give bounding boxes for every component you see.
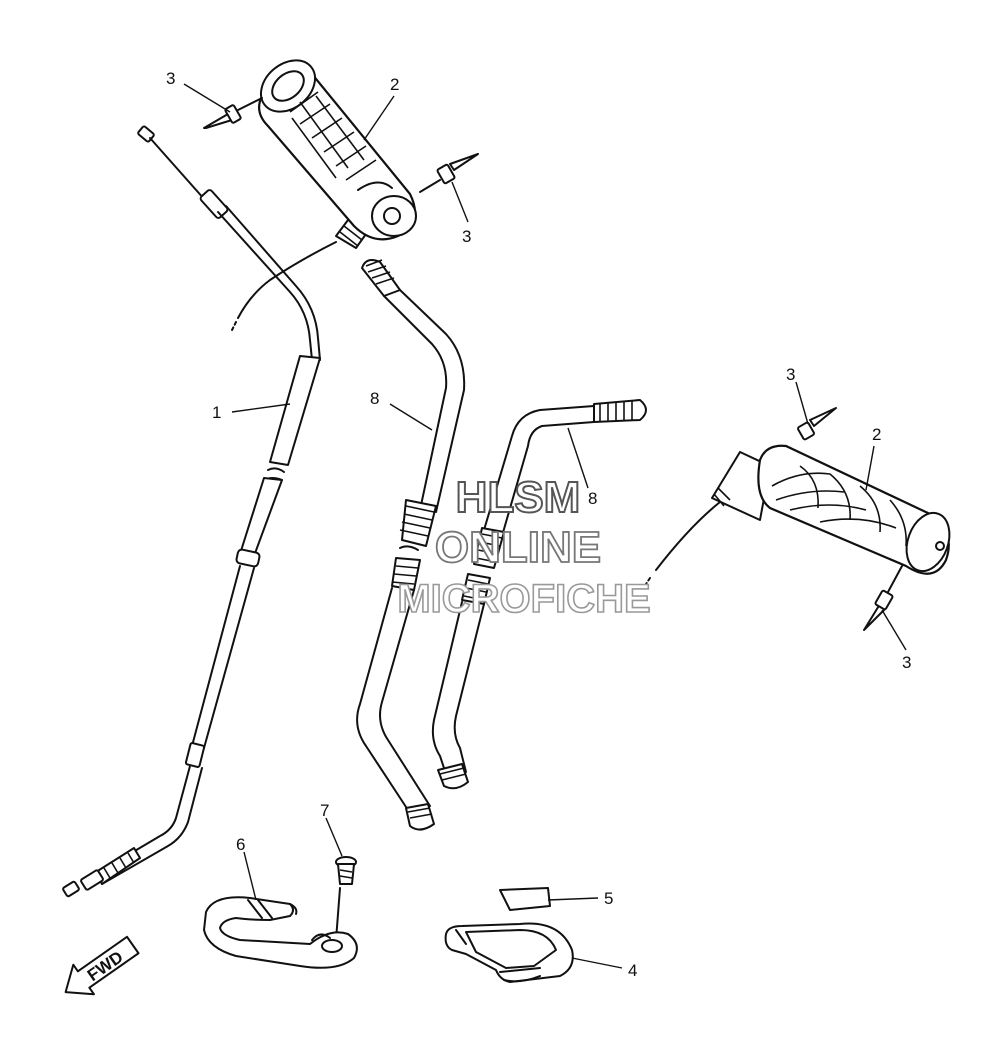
callout-3-right-lower: 3 [902, 653, 911, 672]
watermark-line-2: ONLINE [435, 523, 601, 572]
callout-2-right: 2 [872, 425, 881, 444]
callout-3-upper-left: 3 [166, 69, 175, 88]
callout-8-left: 8 [370, 389, 379, 408]
throttle-cable [62, 125, 337, 898]
callout-1: 1 [212, 403, 221, 422]
screw [335, 856, 357, 941]
callout-7: 7 [320, 801, 329, 820]
handlebar-left-segment [356, 259, 466, 831]
handlebar-right-segment [431, 399, 647, 790]
callout-3-right-upper: 3 [786, 365, 795, 384]
rivet-upper-left [203, 97, 263, 129]
watermark-line-1: HLSM [456, 473, 581, 522]
cover-right [444, 922, 574, 983]
callout-2-upper: 2 [390, 75, 399, 94]
cover-left [203, 896, 358, 969]
callout-4: 4 [628, 961, 637, 980]
callout-labels: 1 2 2 3 3 3 3 4 5 6 7 8 8 [166, 69, 911, 980]
pad [499, 887, 551, 911]
callout-8-right: 8 [588, 489, 597, 508]
fwd-arrow: FWD [64, 935, 140, 996]
throttle-grip-upper [257, 59, 417, 249]
callout-6: 6 [236, 835, 245, 854]
callout-5: 5 [604, 889, 613, 908]
watermark: HLSM ONLINE MICROFICHE [397, 472, 652, 622]
rivet-right-upper [797, 407, 837, 441]
watermark-line-3: MICROFICHE [397, 577, 650, 621]
grip-right [645, 444, 951, 585]
leader-lines [183, 83, 907, 969]
callout-3-upper-right: 3 [462, 227, 471, 246]
rivet-upper-right [419, 153, 479, 193]
rivet-right-lower [863, 565, 903, 631]
